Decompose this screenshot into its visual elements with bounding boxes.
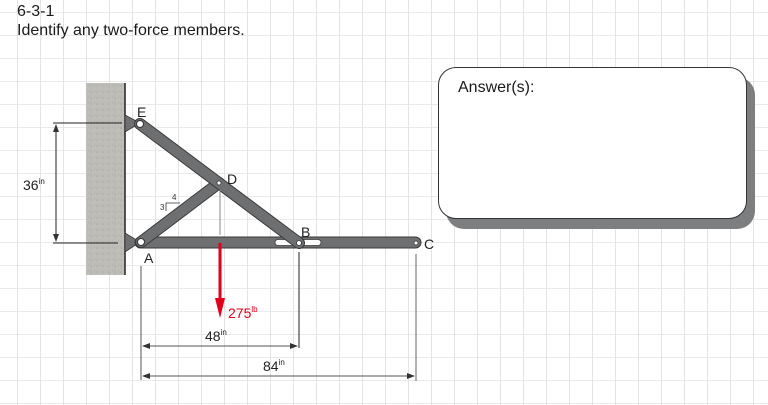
svg-text:275lb: 275lb [228, 305, 258, 321]
pin-E [136, 120, 144, 128]
dimension-84in: 84in [142, 358, 415, 379]
pin-A [137, 238, 145, 246]
svg-text:84in: 84in [263, 358, 285, 374]
pin-support-A [124, 232, 141, 253]
dimension-48in: 48in [142, 328, 298, 349]
answer-label: Answer(s): [458, 79, 535, 96]
label-E: E [137, 104, 146, 120]
pin-C [413, 240, 419, 246]
svg-text:48in: 48in [205, 328, 227, 344]
problem-prompt: Identify any two-force members. [17, 22, 245, 39]
slope-indicator: 4 3 [160, 193, 180, 212]
svg-text:36in: 36in [23, 177, 45, 193]
label-A: A [144, 250, 154, 266]
svg-text:4: 4 [172, 193, 177, 202]
dimension-36in: 36in [23, 122, 122, 244]
svg-text:3: 3 [160, 203, 165, 212]
pin-support-E [124, 114, 141, 133]
load-arrow: 275lb [215, 243, 258, 321]
problem-number: 6-3-1 [17, 3, 55, 20]
member-ABC [134, 236, 422, 249]
answer-box[interactable]: Answer(s): [438, 67, 747, 219]
label-D: D [227, 171, 237, 187]
label-B: B [301, 224, 310, 240]
pin-D [216, 180, 222, 186]
label-C: C [424, 236, 434, 252]
pin-B [296, 240, 302, 246]
member-AD [135, 177, 225, 248]
wall-support [86, 83, 126, 275]
